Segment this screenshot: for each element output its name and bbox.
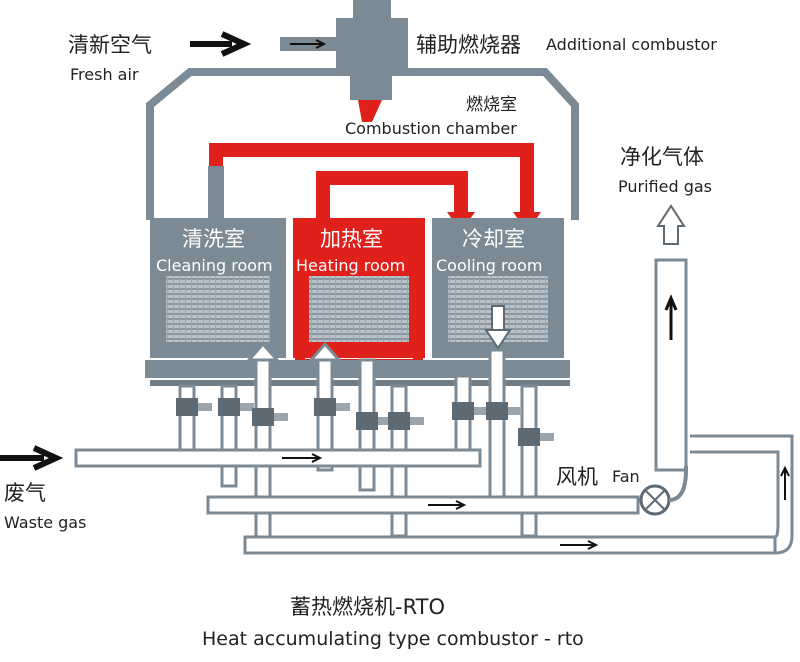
fresh-air-label-en: Fresh air — [70, 65, 139, 84]
waste-label-zh: 废气 — [4, 481, 46, 505]
chamber-label-zh: 燃烧室 — [466, 95, 517, 115]
fan-label-zh: 风机 — [556, 465, 598, 489]
cooling-room-label-en: Cooling room — [436, 256, 542, 275]
heating-ceramic-bed — [309, 276, 409, 342]
heating-room-label-zh: 加热室 — [320, 227, 383, 251]
fresh-air-inlet-arrow — [290, 39, 327, 49]
cleaning-room — [150, 218, 286, 358]
cooling-room-label-zh: 冷却室 — [462, 227, 525, 251]
purified-gas-arrow — [656, 204, 686, 245]
purified-gas-stack — [654, 204, 688, 472]
additional-combustor — [280, 0, 408, 122]
fresh-air-label-zh: 清新空气 — [68, 33, 152, 57]
fan-label-en: Fan — [612, 467, 640, 486]
cleaning-ceramic-bed — [166, 276, 270, 342]
inflow-arrows — [245, 341, 343, 362]
purified-label-zh: 净化气体 — [620, 145, 704, 169]
heating-room — [293, 218, 425, 358]
waste-gas-manifold — [74, 448, 482, 468]
return-manifold — [243, 434, 794, 555]
fresh-air-arrow — [190, 31, 252, 57]
outflow-arrow — [484, 305, 512, 350]
fan-manifold — [206, 495, 640, 515]
heating-room-label-en: Heating room — [296, 256, 405, 275]
waste-label-en: Waste gas — [4, 513, 86, 532]
combustor-label-zh: 辅助燃烧器 — [416, 33, 521, 57]
purified-label-en: Purified gas — [618, 177, 712, 196]
cleaning-room-label-zh: 清洗室 — [182, 227, 245, 251]
chamber-label-en: Combustion chamber — [345, 119, 517, 138]
combustor-label-en: Additional combustor — [546, 35, 717, 54]
diagram-title-zh: 蓄热燃烧机-RTO — [290, 595, 445, 619]
cleaning-room-label-en: Cleaning room — [156, 256, 273, 275]
burner-flame — [358, 100, 382, 122]
valves — [176, 398, 554, 446]
fan-icon — [639, 466, 688, 516]
cleaning-flue — [208, 166, 224, 218]
base-plate — [145, 360, 570, 378]
diagram-title-en: Heat accumulating type combustor - rto — [202, 628, 584, 650]
waste-gas-arrow — [0, 445, 64, 471]
red-flow-inner — [316, 171, 468, 250]
